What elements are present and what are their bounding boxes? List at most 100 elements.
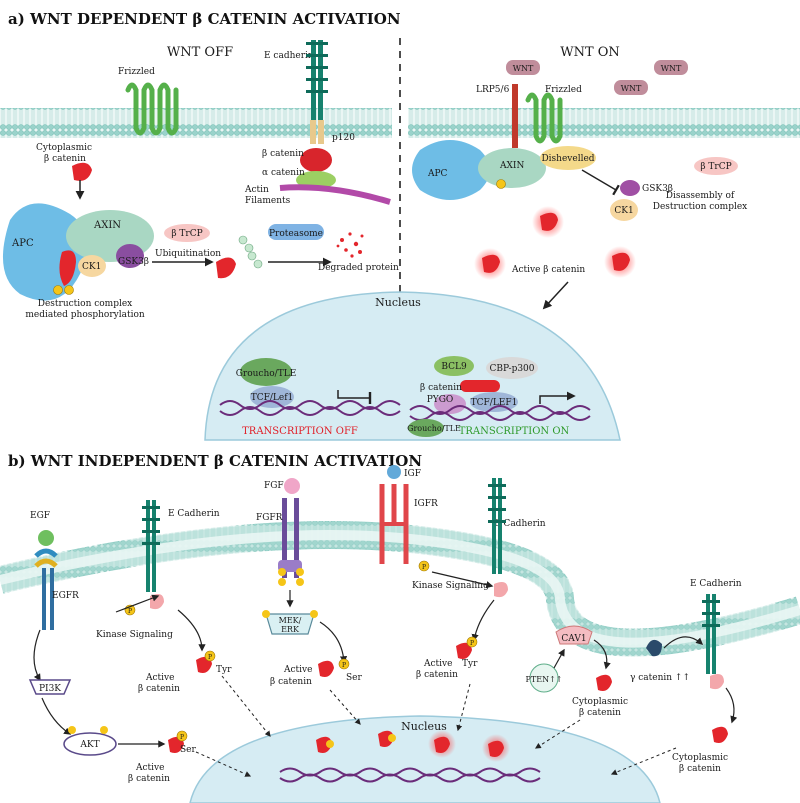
- axin-on-shape: [478, 148, 546, 188]
- kinase-2-arrow: [431, 571, 494, 589]
- transcription-off-label: TRANSCRIPTION OFF: [242, 426, 358, 437]
- active-1-label: Active: [145, 673, 174, 683]
- active-beta-catenin-pool: [474, 206, 636, 280]
- groucho-off-label: Groucho/TLE: [236, 369, 297, 379]
- e-cadherin-2-label: E Cadherin: [494, 519, 546, 529]
- arrow-cav1: [593, 639, 611, 670]
- tyr-2-label: Tyr: [462, 659, 478, 669]
- beta-catenin-junction: [300, 148, 332, 172]
- ser-1-label: Ser: [180, 745, 196, 755]
- dashed-to-nucleus-3: [329, 689, 361, 725]
- pi3k: PI3K: [28, 679, 72, 695]
- nucleus-b-label: Nucleus: [401, 720, 447, 733]
- nuclear-beta-catenin: [460, 380, 500, 392]
- ser-2-label: Ser: [346, 673, 362, 683]
- apc-label: APC: [11, 238, 34, 249]
- ck1-on-label: CK1: [614, 206, 633, 216]
- e-cadherin-3-label: E Cadherin: [690, 579, 742, 589]
- actin-filaments: [279, 184, 391, 205]
- dna-off: [219, 400, 401, 410]
- frizzled-on-receptor: [525, 92, 563, 144]
- kinase-2-label: Kinase Signaling: [412, 581, 489, 591]
- alpha-catenin-label: α catenin: [262, 168, 305, 178]
- igf-ligand: [387, 465, 401, 479]
- tyr-1-label: Tyr: [216, 665, 232, 675]
- degraded-fragments: [336, 232, 364, 258]
- egfr-receptor: [34, 548, 58, 630]
- pygo-shape: [434, 394, 466, 414]
- tcf-off-shape: [250, 386, 294, 408]
- dashed-to-nucleus-4: [456, 683, 471, 732]
- actin-label-2: Filaments: [245, 196, 291, 206]
- pten-label: PTEN↑↑: [526, 675, 563, 684]
- bc-4-label: β catenin: [416, 670, 458, 680]
- tcf-off-label: TCF/Lef1: [251, 393, 294, 403]
- egf-ligand: [38, 530, 54, 546]
- cyto-bc-1: [596, 674, 612, 691]
- arrow-to-active-1: [177, 609, 206, 652]
- frizzled-on-label: Frizzled: [545, 85, 582, 95]
- nuclear-beta-catenins: [316, 730, 510, 762]
- dishevelled-shape: [540, 146, 596, 170]
- repression-mark: [337, 390, 372, 404]
- cbp-label: CBP-p300: [489, 364, 534, 374]
- e-cadherin-2: [488, 478, 508, 598]
- nuclear-entry-arrow: [542, 281, 569, 310]
- wnt-on: WNT ON WNT WNT WNT LRP5/6 Frizzled APC A…: [375, 45, 747, 437]
- active-3-label: Active: [283, 665, 312, 675]
- dashed-to-nucleus-5: [534, 719, 581, 749]
- actin-label-1: Actin: [244, 185, 269, 195]
- wnt-ligand-1-label: WNT: [513, 64, 534, 73]
- panel-a: a) WNT DEPENDENT β CATENIN ACTIVATION WN…: [0, 10, 800, 441]
- wnt-ligand-3: [614, 80, 648, 95]
- wnt-on-title: WNT ON: [560, 45, 620, 60]
- e-cadherin-receptor: [306, 40, 328, 144]
- arrow-to-akt: [41, 697, 72, 735]
- proteasome-label: Proteasome: [269, 229, 323, 239]
- beta-catenin-label: β catenin: [262, 149, 304, 159]
- ck1-on-shape: [610, 199, 638, 221]
- groucho-on-label: Groucho/TLE: [407, 424, 461, 433]
- transcription-on-label: TRANSCRIPTION ON: [459, 426, 570, 437]
- inhibition-arrow: [581, 169, 620, 196]
- apc-on-shape: [412, 140, 490, 200]
- p-marker-b2: P: [180, 734, 184, 741]
- e-cadherin-3: [702, 594, 724, 690]
- panel-a-heading: a) WNT DEPENDENT β CATENIN ACTIVATION: [8, 10, 401, 28]
- active-bc-ser-2: [318, 660, 334, 677]
- mek-label-1: MEK/: [279, 616, 302, 625]
- gsk3b-label: GSK3β: [118, 257, 149, 267]
- gamma-arrow: [663, 636, 704, 649]
- cyto-1b-label: β catenin: [579, 708, 621, 718]
- frizzled-receptor: [125, 82, 179, 136]
- active-bc-tyr-2: [456, 642, 472, 659]
- p-marker-b1: P: [128, 608, 132, 615]
- cyto-1a-label: Cytoplasmic: [572, 697, 628, 707]
- e-cadherin-label: E cadherin: [264, 51, 314, 61]
- bc-1-label: β catenin: [138, 684, 180, 694]
- bc-on-label: β catenin: [420, 383, 462, 393]
- dna-on: [409, 405, 591, 415]
- kinase-1-arrow: [115, 594, 160, 613]
- igfr-receptor: [379, 484, 409, 564]
- apc-shape: [2, 203, 89, 301]
- mek-label-2: ERK: [281, 625, 300, 634]
- arrow-to-active-4: [471, 599, 495, 642]
- bcl9-shape: [434, 356, 474, 376]
- apc-on-label: APC: [427, 169, 448, 179]
- btrcp-off-shape: [164, 224, 210, 242]
- dc-label-1: Destruction complex: [38, 299, 133, 309]
- pten-arrow: [553, 648, 565, 669]
- bcl9-label: BCL9: [441, 362, 467, 372]
- p-marker-b5: P: [422, 564, 426, 571]
- disassembly-label-1: Disassembly of: [666, 191, 735, 201]
- cbp-shape: [486, 357, 538, 379]
- groucho-off-shape: [240, 358, 292, 386]
- destruction-complex: APC AXIN GSK3β CK1: [2, 203, 154, 301]
- panel-b: b) WNT INDEPENDENT β CATENIN ACTIVATION …: [0, 452, 800, 803]
- wnt-off-title: WNT OFF: [167, 45, 233, 60]
- dna-b: [279, 767, 541, 777]
- proteasome: Proteasome: [268, 224, 324, 240]
- wnt-ligand-1: [506, 60, 540, 75]
